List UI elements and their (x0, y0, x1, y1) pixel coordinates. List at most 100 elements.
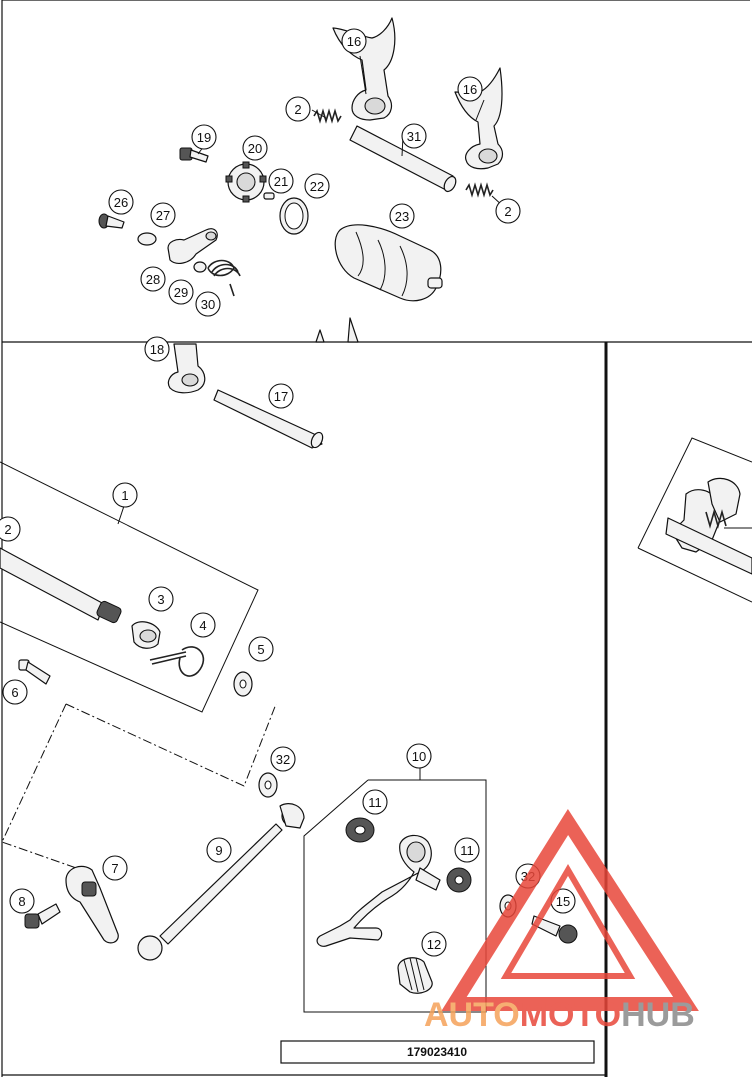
callout-30: 30 (195, 291, 221, 317)
spring-30 (207, 259, 241, 297)
callout-label: 16 (347, 34, 361, 49)
right-panel-partial (637, 437, 752, 603)
shaft-31 (349, 125, 457, 193)
callout-18: 18 (144, 336, 170, 362)
callout-label: 16 (463, 82, 477, 97)
group-box-10 (303, 768, 487, 1013)
callout-label: 21 (274, 174, 288, 189)
callout-label: 2 (4, 522, 11, 537)
callout-label: 5 (257, 642, 264, 657)
callout-label: 2 (504, 204, 511, 219)
callout-2: 2 (495, 198, 521, 224)
bearing-11-left (345, 817, 375, 843)
rubber-12 (397, 957, 433, 994)
washer-29 (193, 261, 207, 273)
watermark-logo: AUTOMOTOHUB (424, 808, 699, 1034)
ring-22 (279, 197, 309, 235)
callout-label: 12 (427, 937, 441, 952)
shift-shaft-2 (0, 547, 122, 624)
linkage-rod-9 (137, 803, 305, 961)
watermark-text-auto: AUTO (424, 996, 520, 1034)
bearing-11-right (446, 867, 472, 893)
watermark-text: AUTOMOTOHUB (424, 996, 695, 1034)
callout-label: 27 (156, 208, 170, 223)
callout-15: 15 (550, 888, 576, 914)
doc-number-box: 179023410 (280, 1040, 595, 1064)
part-3 (131, 621, 161, 649)
callout-5: 5 (248, 636, 274, 662)
doc-number: 179023410 (407, 1045, 467, 1059)
lever-28 (167, 228, 218, 264)
washer-27 (137, 232, 157, 246)
callout-label: 17 (274, 389, 288, 404)
callout-label: 10 (412, 749, 426, 764)
callout-29: 29 (168, 279, 194, 305)
callout-label: 26 (114, 195, 128, 210)
callout-10: 10 (406, 743, 432, 769)
dash-outline (1, 703, 277, 871)
watermark-triangle-icon (441, 808, 699, 1011)
shift-fork-18 (167, 317, 359, 394)
callout-19: 19 (191, 124, 217, 150)
callout-label: 15 (556, 894, 570, 909)
callout-label: 11 (460, 843, 474, 858)
callout-6: 6 (2, 679, 28, 705)
callout-label: 18 (150, 342, 164, 357)
shift-lever-7 (65, 865, 119, 944)
washer-32-upper (258, 772, 278, 798)
star-wheel-20 (225, 161, 267, 203)
callout-23: 23 (389, 203, 415, 229)
callout-27: 27 (150, 202, 176, 228)
callout-11: 11 (454, 837, 480, 863)
callout-label: 32 (276, 752, 290, 767)
callout-label: 19 (197, 130, 211, 145)
watermark-text-moto: MOTO (520, 996, 621, 1034)
callout-7: 7 (102, 855, 128, 881)
callout-31: 31 (401, 123, 427, 149)
spring-4 (149, 646, 205, 677)
bolt-19 (179, 147, 209, 163)
bolt-26 (98, 213, 125, 229)
callout-4: 4 (190, 612, 216, 638)
callout-label: 23 (395, 209, 409, 224)
spring-2-right (465, 182, 494, 198)
group-box-1 (0, 461, 259, 713)
callout-label: 8 (18, 894, 25, 909)
callout-label: 11 (368, 795, 382, 810)
shift-drum-23 (334, 224, 443, 302)
callout-8: 8 (9, 888, 35, 914)
callout-label: 6 (11, 685, 18, 700)
spring-2-top (313, 108, 342, 124)
callout-label: 7 (111, 861, 118, 876)
callout-32: 32 (270, 746, 296, 772)
pin-21 (263, 192, 275, 200)
callout-20: 20 (242, 135, 268, 161)
callout-label: 30 (201, 297, 215, 312)
callout-28: 28 (140, 266, 166, 292)
callout-label: 31 (407, 129, 421, 144)
callout-label: 3 (157, 592, 164, 607)
callout-12: 12 (421, 931, 447, 957)
callout-2: 2 (0, 516, 21, 542)
callout-label: 9 (215, 843, 222, 858)
callout-label: 29 (174, 285, 188, 300)
callout-1: 1 (112, 482, 138, 508)
callout-9: 9 (206, 837, 232, 863)
bolt-8 (24, 903, 61, 929)
callout-label: 2 (294, 102, 301, 117)
callout-16: 16 (457, 76, 483, 102)
washer-5 (233, 671, 253, 697)
callout-label: 1 (121, 488, 128, 503)
callout-2: 2 (285, 96, 311, 122)
callout-label: 20 (248, 141, 262, 156)
callout-11: 11 (362, 789, 388, 815)
callout-26: 26 (108, 189, 134, 215)
callout-22: 22 (304, 173, 330, 199)
callout-label: 28 (146, 272, 160, 287)
callout-16: 16 (341, 28, 367, 54)
callout-17: 17 (268, 383, 294, 409)
shaft-17 (213, 389, 324, 449)
callout-3: 3 (148, 586, 174, 612)
